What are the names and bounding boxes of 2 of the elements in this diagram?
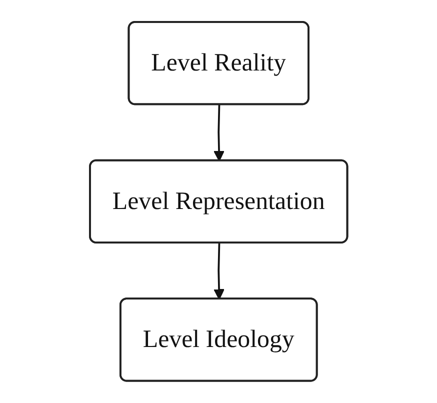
arrow: [213, 104, 224, 162]
arrow: [213, 243, 224, 300]
